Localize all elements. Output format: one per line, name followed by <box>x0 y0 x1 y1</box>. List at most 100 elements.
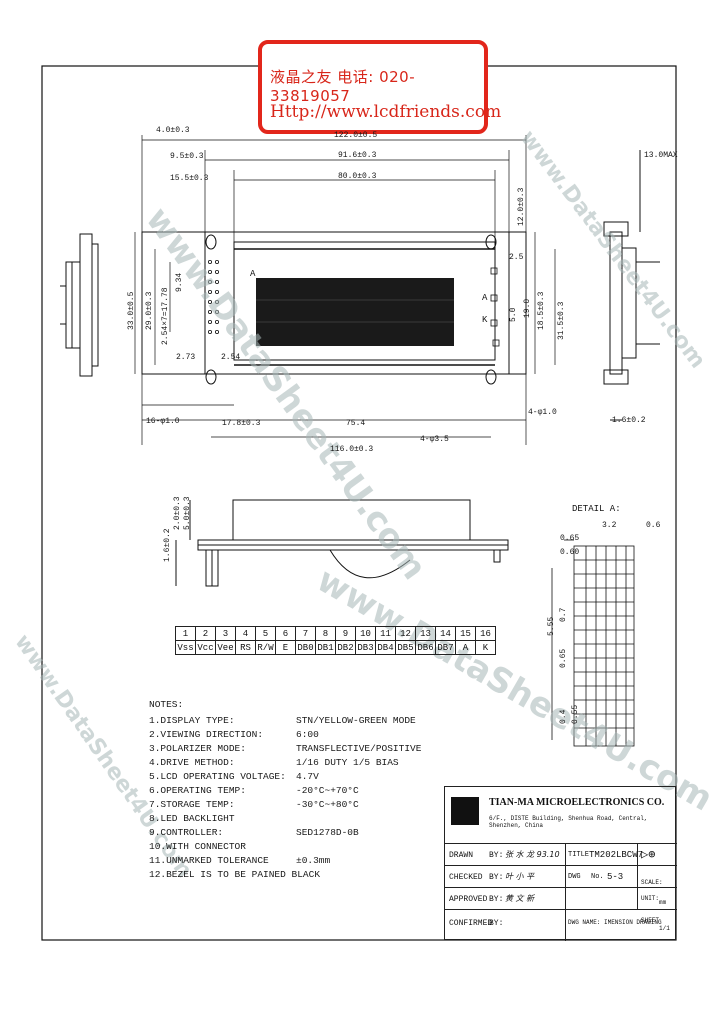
pin-number: 13 <box>415 626 436 641</box>
pin-name: E <box>275 640 296 655</box>
pin-name: DB1 <box>315 640 336 655</box>
pin-number: 4 <box>235 626 256 641</box>
note-label: 4.DRIVE METHOD: <box>149 757 235 768</box>
dim-18-5: 18.5±0.3 <box>537 291 546 330</box>
unit-label: UNIT: <box>641 895 660 902</box>
dim-116: 116.0±0.3 <box>330 445 374 454</box>
detail-0-65c: 0.65 <box>559 648 568 668</box>
pin-number: 14 <box>435 626 456 641</box>
dim-80: 80.0±0.3 <box>338 172 377 181</box>
signature-drawn: 张 水 龙 93.10 <box>505 850 560 859</box>
projection-symbol-icon: ▷⊕ <box>641 848 656 862</box>
dim-front-c: 1.6±0.2 <box>163 528 172 562</box>
pin-name: R/W <box>255 640 276 655</box>
dim-2-54: 2.54 <box>221 353 241 362</box>
dim-16-pins: 16-φ1.0 <box>146 417 180 426</box>
note-label: 9.CONTROLLER: <box>149 827 224 838</box>
sheet-label: SHEET <box>641 917 660 924</box>
dim-front-a: 2.0±0.3 <box>173 496 182 530</box>
contact-banner: 液晶之友 电话: 020-33819057 Http://www.lcdfrie… <box>258 40 501 134</box>
pin-name: RS <box>235 640 256 655</box>
pin-number-row: 1 2 3 4 5 6 7 8 9 10 11 12 13 14 15 16 <box>175 626 496 641</box>
dim-2-73: 2.73 <box>176 353 196 362</box>
dim-side-bottom: 1.6±0.2 <box>612 416 646 425</box>
dim-4: 4.0±0.3 <box>156 126 190 135</box>
dim-pitch: 2.54×7=17.78 <box>161 287 170 345</box>
checked-label: CHECKED <box>449 873 483 882</box>
note-value: -30°C~+80°C <box>296 799 359 810</box>
detail-0-4: 0.4 <box>559 709 568 724</box>
label-k-right: K <box>482 315 488 325</box>
dim-75-4: 75.4 <box>346 419 366 428</box>
pin-name: A <box>455 640 476 655</box>
notes-heading: NOTES: <box>149 699 184 710</box>
title-block: TIAN-MA MICROELECTRONICS CO. 6/F., DISTE… <box>444 786 677 941</box>
note-label: 8.LED BACKLIGHT <box>149 813 235 824</box>
dim-front-b: 5.0±0.3 <box>183 496 192 530</box>
detail-0-6: 0.6 <box>646 521 661 530</box>
by-label: BY: <box>489 851 504 860</box>
dim-19: 19.0 <box>523 298 532 318</box>
pin-number: 2 <box>195 626 216 641</box>
dim-15: 15.5±0.3 <box>170 174 209 183</box>
dim-9-5: 9.5±0.3 <box>170 152 204 161</box>
dim-29: 29.0±0.3 <box>145 291 154 330</box>
note-label: 6.OPERATING TEMP: <box>149 785 246 796</box>
dim-side-top: 13.0MAX <box>644 151 678 160</box>
note-value: 4.7V <box>296 771 319 782</box>
pin-number: 3 <box>215 626 236 641</box>
note-value: SED1278D-0B <box>296 827 359 838</box>
signature-checked: 叶 小 平 <box>505 872 535 881</box>
by-label: BY: <box>489 895 504 904</box>
pin-name: Vcc <box>195 640 216 655</box>
pin-name: DB2 <box>335 640 356 655</box>
pin-name: DB7 <box>435 640 456 655</box>
detail-3-2: 3.2 <box>602 521 617 530</box>
pin-name: DB5 <box>395 640 416 655</box>
no-value: 5-3 <box>607 872 624 882</box>
dwg-label: DWG <box>568 873 581 881</box>
banner-url-line[interactable]: Http://www.lcdfriends.com <box>270 102 502 122</box>
signature-approved: 黄 文 新 <box>505 894 535 903</box>
pin-number: 5 <box>255 626 276 641</box>
confirmed-label: CONFIRMED <box>449 919 493 928</box>
pin-number: 11 <box>375 626 396 641</box>
detail-title: DETAIL A: <box>572 504 621 514</box>
dim-5: 5.0 <box>509 307 518 322</box>
dim-total: 122.0±0.5 <box>334 131 378 140</box>
note-label: 7.STORAGE TEMP: <box>149 799 235 810</box>
note-value: TRANSFLECTIVE/POSITIVE <box>296 743 422 754</box>
company-logo-icon <box>451 797 479 825</box>
detail-5-55: 5.55 <box>547 616 556 636</box>
pin-name: DB6 <box>415 640 436 655</box>
note-label: 10.WITH CONNECTOR <box>149 841 246 852</box>
banner-phone-line: 液晶之友 电话: 020-33819057 <box>270 68 416 105</box>
by-label: BY: <box>489 873 504 882</box>
note-value: -20°C~+70°C <box>296 785 359 796</box>
pin-number: 8 <box>315 626 336 641</box>
pin-number: 15 <box>455 626 476 641</box>
note-value: STN/YELLOW-GREEN MODE <box>296 715 416 726</box>
dim-17-8: 17.8±0.3 <box>222 419 261 428</box>
label-a-top: A <box>250 269 256 279</box>
scale-label: SCALE: <box>641 879 663 886</box>
pin-name: Vss <box>175 640 196 655</box>
note-value: 6:00 <box>296 729 319 740</box>
title-value: TM202LBCW7 <box>589 850 644 860</box>
dim-4-holes: 4-φ3.5 <box>420 435 449 444</box>
pin-number: 6 <box>275 626 296 641</box>
note-label: 5.LCD OPERATING VOLTAGE: <box>149 771 286 782</box>
note-value: 1/16 DUTY 1/5 BIAS <box>296 757 399 768</box>
pin-name: Vee <box>215 640 236 655</box>
note-value: ±0.3mm <box>296 855 331 866</box>
note-label: 1.DISPLAY TYPE: <box>149 715 235 726</box>
pin-number: 10 <box>355 626 376 641</box>
sheet-value: 1/1 <box>659 925 670 932</box>
title-label: TITLE <box>568 851 590 859</box>
detail-0-7: 0.7 <box>559 607 568 622</box>
dim-31-5: 31.5±0.3 <box>557 301 566 340</box>
pin-number: 1 <box>175 626 196 641</box>
note-label: 3.POLARIZER MODE: <box>149 743 246 754</box>
pin-name: DB3 <box>355 640 376 655</box>
